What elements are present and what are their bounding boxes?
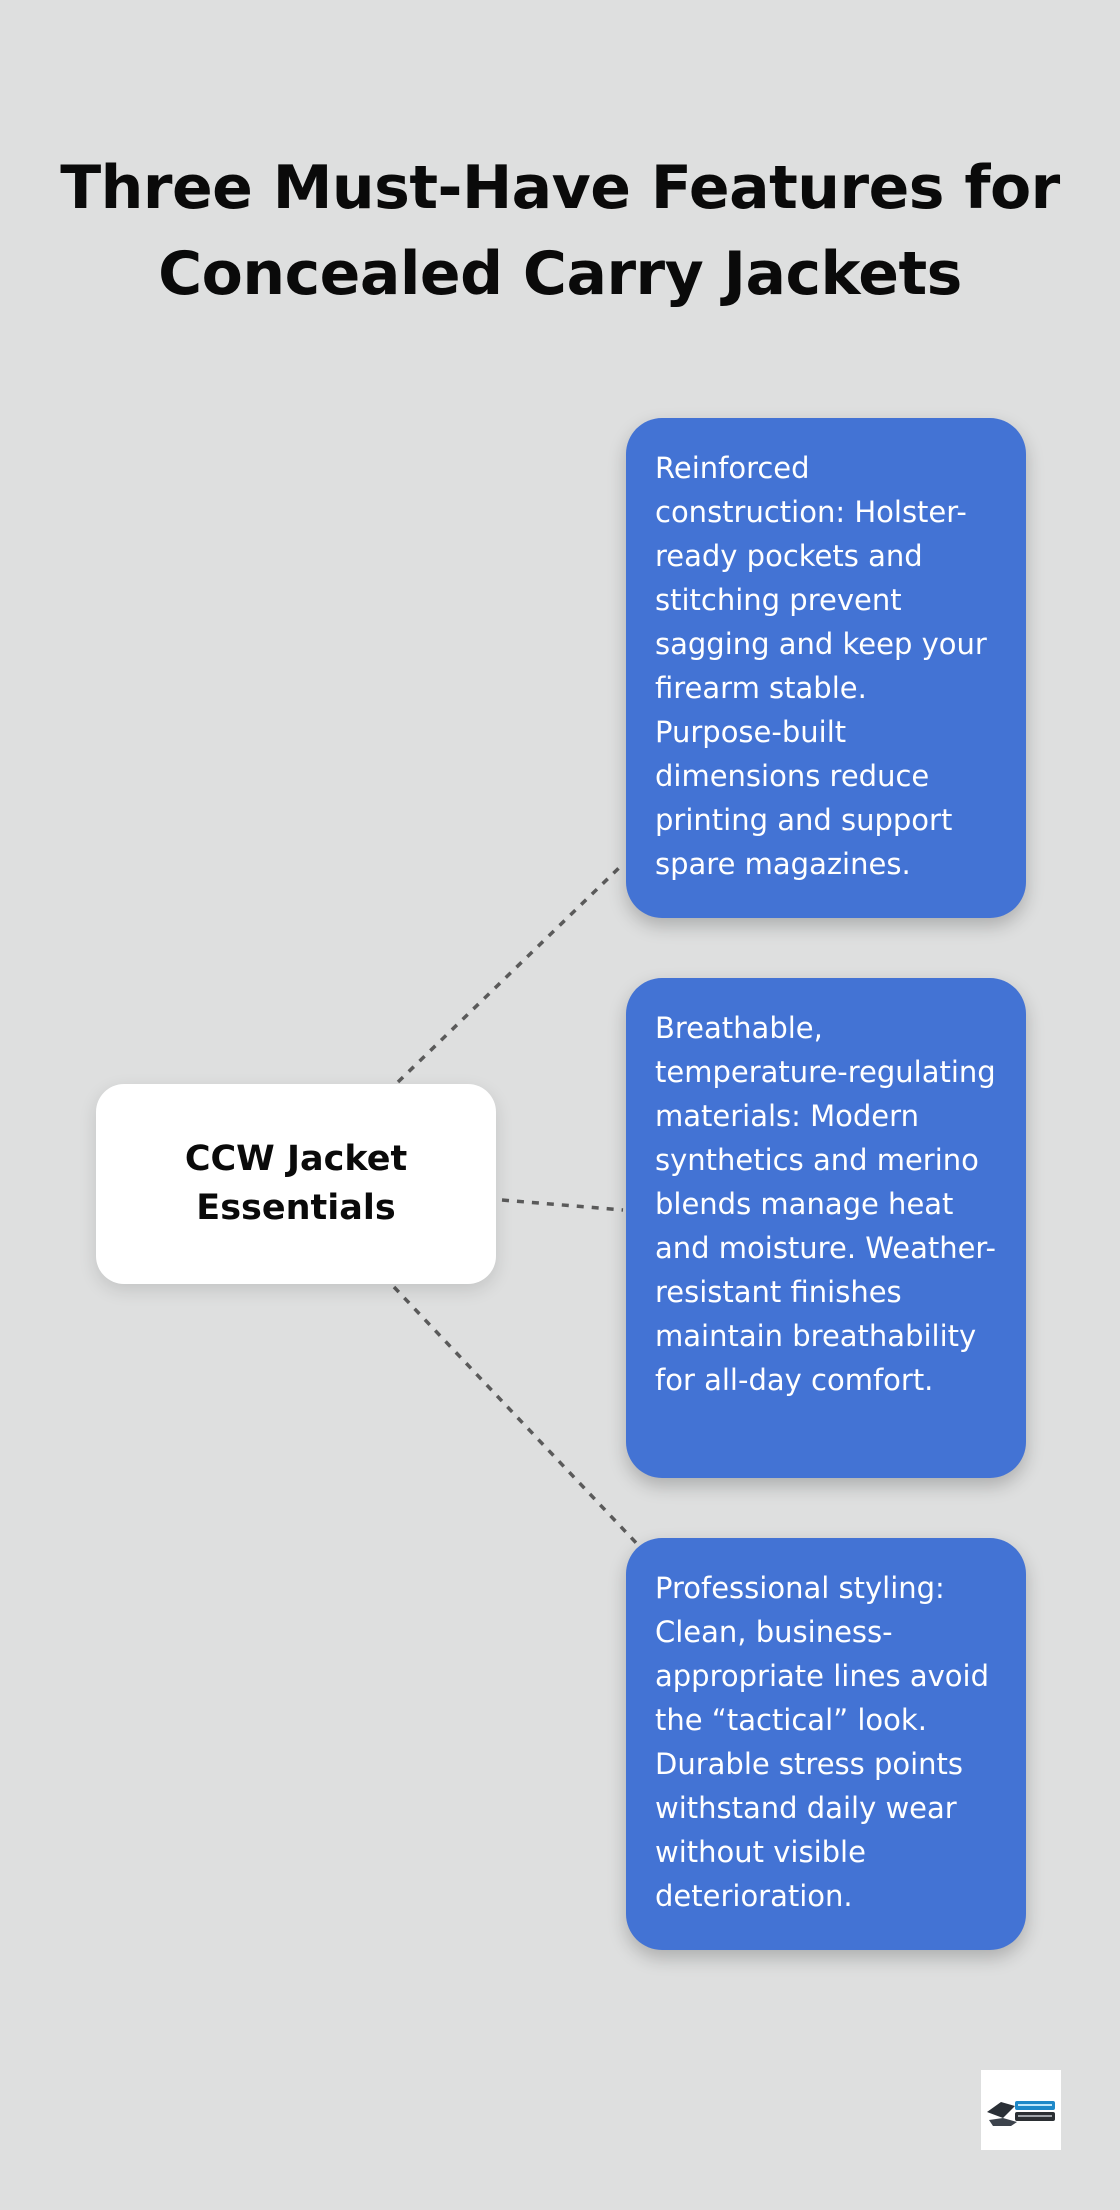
central-hub: CCW Jacket Essentials [96, 1084, 496, 1284]
connector-line-1 [396, 862, 625, 1084]
page-title: Three Must-Have Features for Concealed C… [60, 153, 1060, 310]
brand-logo-icon [987, 2101, 1055, 2126]
feature-card-reinforced-construction: Reinforced construction: Holster-ready p… [626, 418, 1026, 918]
feature-text: Professional styling: Clean, business-ap… [655, 1571, 990, 1913]
connector-line-3 [392, 1285, 643, 1550]
feature-text: Breathable, temperature-regulating mater… [655, 1011, 996, 1397]
brand-logo [981, 2070, 1061, 2150]
hub-label: CCW Jacket Essentials [184, 1139, 408, 1228]
feature-card-breathable-materials: Breathable, temperature-regulating mater… [626, 978, 1026, 1478]
connector-line-2 [501, 1198, 624, 1212]
feature-text: Reinforced construction: Holster-ready p… [655, 451, 987, 881]
feature-card-professional-styling: Professional styling: Clean, business-ap… [626, 1538, 1026, 1950]
